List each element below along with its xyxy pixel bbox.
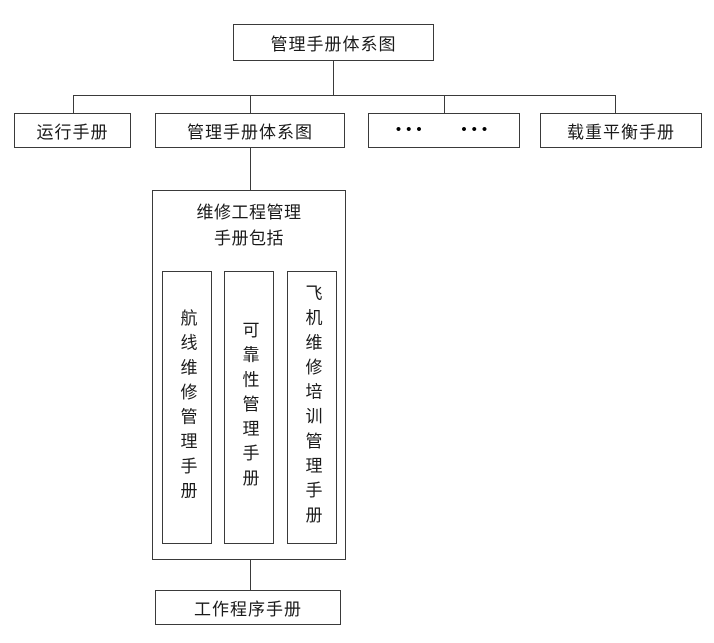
node-root-label: 管理手册体系图 xyxy=(270,35,397,54)
node-ellipsis: ••• ••• xyxy=(368,113,520,148)
node-operations-manual-label: 运行手册 xyxy=(36,123,109,142)
node-management-manual-system: 管理手册体系图 xyxy=(155,113,345,148)
node-line-maintenance-manual: 航线维修管理手册 xyxy=(162,271,212,544)
node-training-manual-label: 飞机维修培训管理手册 xyxy=(302,284,322,531)
connector-stub-operations xyxy=(73,95,74,114)
node-management-manual-system-label: 管理手册体系图 xyxy=(187,123,313,142)
node-operations-manual: 运行手册 xyxy=(14,113,131,148)
container-title: 维修工程管理手册包括 xyxy=(196,203,302,248)
connector-horizontal-rail xyxy=(73,95,616,96)
node-training-manual: 飞机维修培训管理手册 xyxy=(287,271,337,544)
node-maintenance-engineering-container: 维修工程管理手册包括 航线维修管理手册 可靠性管理手册 飞机维修培训管理手册 xyxy=(152,190,346,560)
node-reliability-manual: 可靠性管理手册 xyxy=(224,271,274,544)
node-work-procedure-manual: 工作程序手册 xyxy=(155,590,341,625)
node-line-maintenance-manual-label: 航线维修管理手册 xyxy=(177,308,197,507)
node-root: 管理手册体系图 xyxy=(233,24,434,61)
ellipsis-dots: ••• ••• xyxy=(395,122,493,138)
node-weight-balance-manual-label: 载重平衡手册 xyxy=(567,123,675,142)
connector-stub-manual xyxy=(250,95,251,114)
connector-root-drop xyxy=(333,60,334,96)
connector-stub-balance xyxy=(615,95,616,114)
connector-container-bottom xyxy=(250,559,251,591)
node-weight-balance-manual: 载重平衡手册 xyxy=(540,113,702,148)
connector-manual-container xyxy=(250,147,251,191)
node-reliability-manual-label: 可靠性管理手册 xyxy=(239,321,259,494)
node-work-procedure-manual-label: 工作程序手册 xyxy=(194,600,302,619)
connector-stub-ellipsis xyxy=(444,95,445,114)
